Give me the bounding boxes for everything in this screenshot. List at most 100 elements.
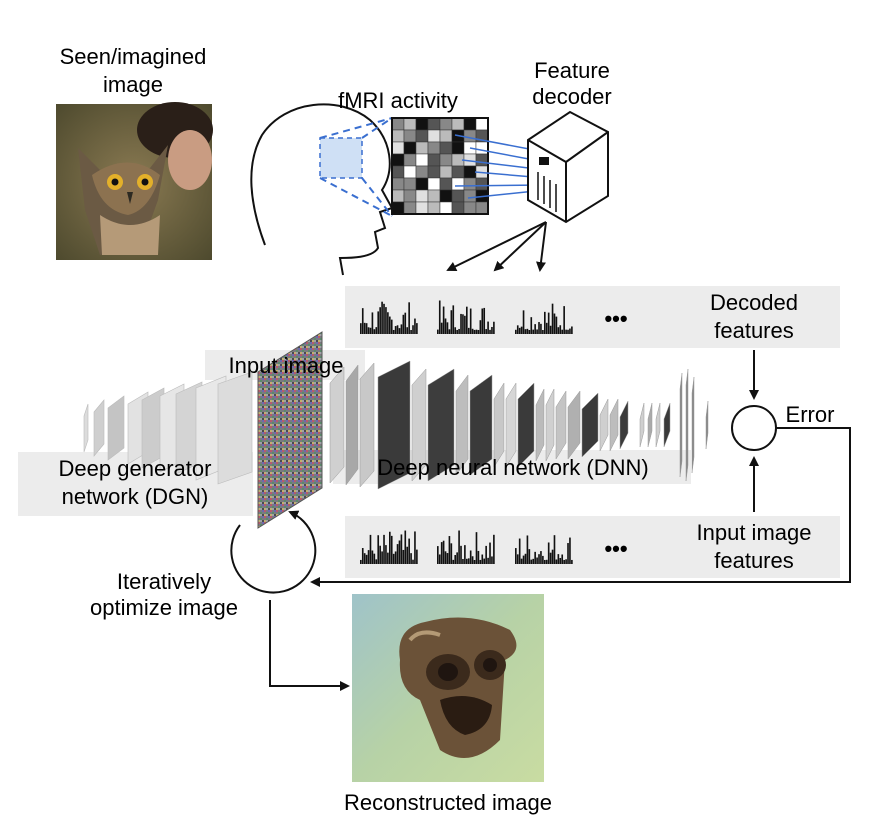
histogram-bar bbox=[563, 306, 565, 334]
dnn-layer bbox=[639, 402, 645, 448]
histogram-bar bbox=[538, 554, 540, 564]
histogram-bar bbox=[477, 329, 480, 334]
histogram-bar bbox=[467, 327, 470, 334]
ellipsis-top: ••• bbox=[604, 306, 627, 331]
histogram-bar bbox=[398, 540, 401, 564]
histogram-bar bbox=[450, 310, 453, 334]
fmri-activity-label: fMRI activity bbox=[338, 88, 458, 113]
histogram-bar bbox=[536, 557, 538, 564]
fmri-voxel bbox=[427, 165, 441, 179]
histogram-bar bbox=[477, 550, 480, 564]
dnn-layer bbox=[493, 382, 505, 468]
fmri-voxel bbox=[463, 177, 477, 191]
dnn-layer bbox=[609, 398, 619, 452]
optimize-label-1: Iteratively bbox=[117, 569, 211, 594]
histogram-bar bbox=[361, 548, 364, 564]
histogram-bar bbox=[479, 320, 482, 334]
histogram-bar bbox=[530, 559, 533, 564]
histogram-bar bbox=[471, 556, 474, 564]
optimize-label-2: optimize image bbox=[90, 595, 238, 620]
error-feedback-path bbox=[310, 427, 851, 587]
fmri-voxel bbox=[415, 141, 429, 155]
histogram-bar bbox=[493, 534, 495, 564]
fmri-voxel bbox=[451, 201, 465, 215]
histogram-bar bbox=[462, 558, 464, 564]
histogram-bar bbox=[536, 329, 538, 334]
fmri-voxel bbox=[439, 165, 453, 179]
histogram-bar bbox=[532, 558, 535, 564]
histogram-bar bbox=[555, 316, 558, 334]
histogram-bar bbox=[462, 314, 464, 334]
input-features-label-1: Input image bbox=[697, 520, 812, 545]
histogram-bar bbox=[402, 314, 405, 334]
histogram-bar bbox=[464, 545, 466, 564]
decoder-arrows bbox=[446, 221, 547, 272]
fmri-voxel bbox=[475, 117, 489, 131]
fmri-voxel bbox=[415, 189, 429, 203]
fmri-voxel bbox=[391, 153, 405, 167]
fmri-voxel bbox=[403, 141, 417, 155]
dnn-layer bbox=[545, 388, 555, 462]
histogram-bar bbox=[481, 308, 484, 334]
histogram-bar bbox=[518, 327, 521, 334]
histogram-bar bbox=[540, 551, 542, 564]
histogram-bar bbox=[454, 327, 457, 334]
histogram-bar bbox=[487, 321, 489, 334]
histogram-bar bbox=[473, 329, 476, 334]
server-icon bbox=[527, 110, 609, 224]
dnn-layer bbox=[691, 376, 695, 474]
fmri-voxel bbox=[439, 141, 453, 155]
reconstructed-label: Reconstructed image bbox=[344, 790, 552, 815]
reconstructed-photo bbox=[352, 594, 544, 782]
histogram-bar bbox=[545, 559, 548, 564]
histogram-bar bbox=[365, 323, 368, 334]
dgn-layer bbox=[93, 399, 105, 457]
dgn-layer bbox=[83, 403, 89, 453]
histogram-bar bbox=[375, 327, 378, 334]
fmri-voxel bbox=[439, 153, 453, 167]
fmri-voxel bbox=[475, 177, 489, 191]
histogram-bar bbox=[471, 328, 474, 334]
histogram-bar bbox=[387, 552, 389, 564]
histogram-bar bbox=[365, 554, 368, 564]
histogram-bar bbox=[363, 322, 366, 334]
fmri-voxel bbox=[415, 177, 429, 191]
histogram-bar bbox=[410, 553, 412, 564]
histogram-bar bbox=[563, 559, 565, 564]
histogram-bar bbox=[360, 559, 362, 564]
seen-image-label-2: image bbox=[103, 72, 163, 97]
reconstruct-arrow bbox=[269, 600, 350, 691]
histogram-bar bbox=[524, 553, 527, 564]
histogram-bar bbox=[569, 537, 571, 564]
dnn-layer bbox=[647, 402, 653, 448]
histogram-bar bbox=[392, 553, 395, 564]
histogram-bar bbox=[383, 534, 385, 564]
histogram-bar bbox=[446, 322, 449, 334]
histogram-bar bbox=[416, 323, 418, 334]
fmri-voxel bbox=[463, 129, 477, 143]
histogram-bar bbox=[526, 535, 529, 564]
fmri-voxel bbox=[403, 117, 417, 131]
input-feature-histograms bbox=[360, 530, 573, 564]
histogram-bar bbox=[522, 310, 525, 334]
fmri-voxel bbox=[403, 201, 417, 215]
histogram-bar bbox=[516, 325, 519, 334]
fmri-voxel bbox=[475, 201, 489, 215]
histogram-bar bbox=[493, 321, 495, 334]
histogram-bar bbox=[400, 324, 403, 334]
fmri-voxel bbox=[403, 153, 417, 167]
histogram-bar bbox=[522, 555, 525, 564]
dnn-layer bbox=[505, 382, 517, 468]
histogram-bar bbox=[444, 551, 447, 564]
fmri-voxel bbox=[451, 189, 465, 203]
fmri-voxel bbox=[415, 165, 429, 179]
fmri-voxel bbox=[391, 165, 405, 179]
histogram-bar bbox=[520, 558, 523, 564]
histogram-bar bbox=[458, 328, 460, 334]
histogram-bar bbox=[485, 329, 487, 334]
dnn-layer bbox=[581, 392, 599, 458]
histogram-bar bbox=[485, 545, 487, 564]
histogram-bar bbox=[377, 535, 380, 564]
histogram-bar bbox=[473, 559, 476, 564]
